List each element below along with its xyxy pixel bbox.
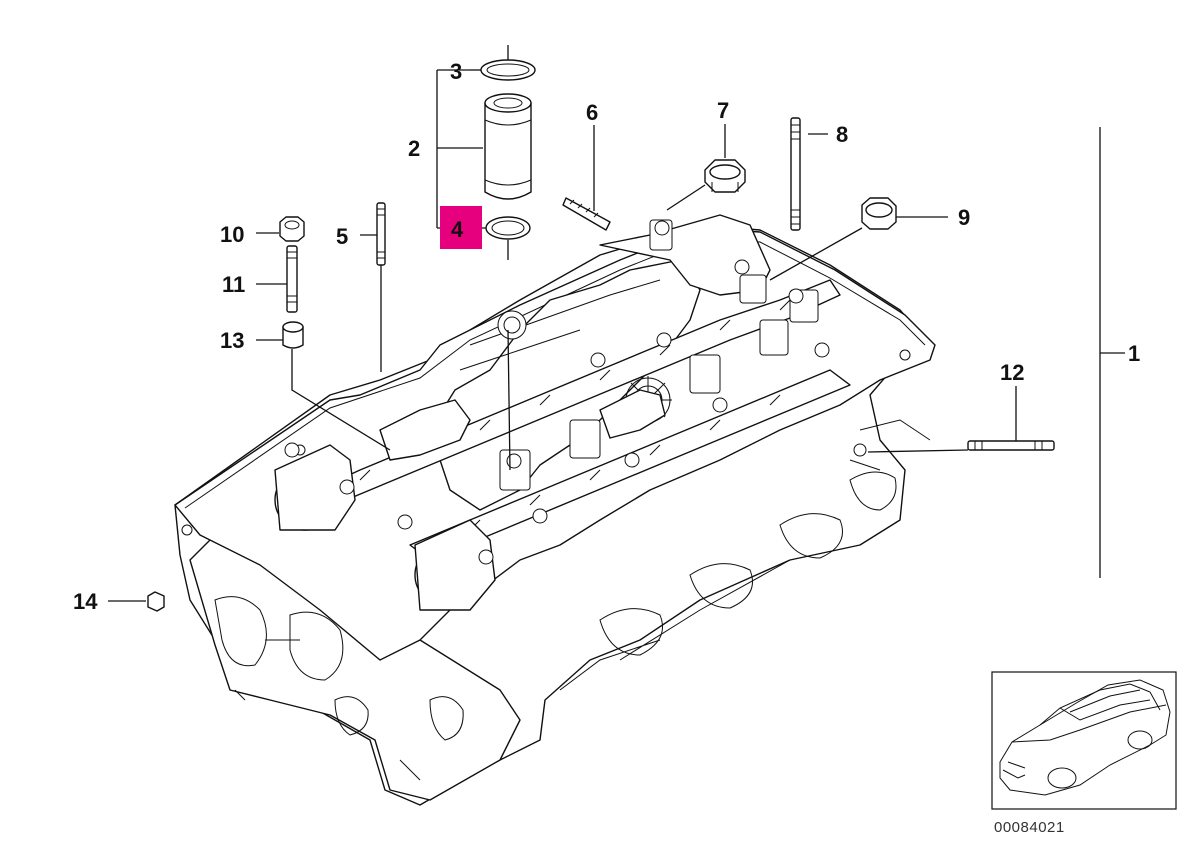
- part-12-stud: [967, 440, 1055, 451]
- part-10-nut: [279, 216, 305, 242]
- callout-4: 4: [451, 217, 464, 242]
- part-8-stud: [790, 117, 801, 231]
- vehicle-thumbnail: [991, 671, 1177, 810]
- callout-14: 14: [73, 589, 98, 614]
- callout-12: 12: [1000, 360, 1024, 385]
- part-4-o-ring: [485, 216, 531, 240]
- callout-11: 11: [222, 272, 245, 297]
- callout-13: 13: [220, 328, 244, 353]
- callout-10: 10: [220, 222, 244, 247]
- cylinder-head-illustration: [174, 214, 936, 806]
- callout-9: 9: [958, 205, 970, 230]
- callout-2: 2: [408, 136, 420, 161]
- part-6-stud: [562, 197, 611, 231]
- callout-7: 7: [717, 98, 729, 123]
- part-5-stud: [376, 202, 386, 266]
- part-2-sleeve: [484, 93, 532, 200]
- callout-3: 3: [450, 59, 462, 84]
- callout-8: 8: [836, 122, 848, 147]
- part-7-screw-plug: [704, 159, 746, 193]
- callout-labels: 1 2 3 4 5 6 7 8 9 10 11 12 13 14: [73, 59, 1140, 614]
- reference-code: 00084021: [994, 819, 1065, 836]
- part-13-bushing: [282, 321, 304, 349]
- callout-4-highlight: [440, 206, 482, 249]
- part-11-stud: [286, 245, 298, 313]
- part-3-o-ring: [480, 59, 536, 81]
- part-14-plug: [147, 591, 165, 612]
- callout-1: 1: [1128, 341, 1140, 366]
- callout-5: 5: [336, 224, 348, 249]
- callout-6: 6: [586, 100, 598, 125]
- part-9-screw-plug: [861, 197, 897, 230]
- car-icon: [999, 679, 1171, 796]
- leader-lines: [108, 45, 1125, 602]
